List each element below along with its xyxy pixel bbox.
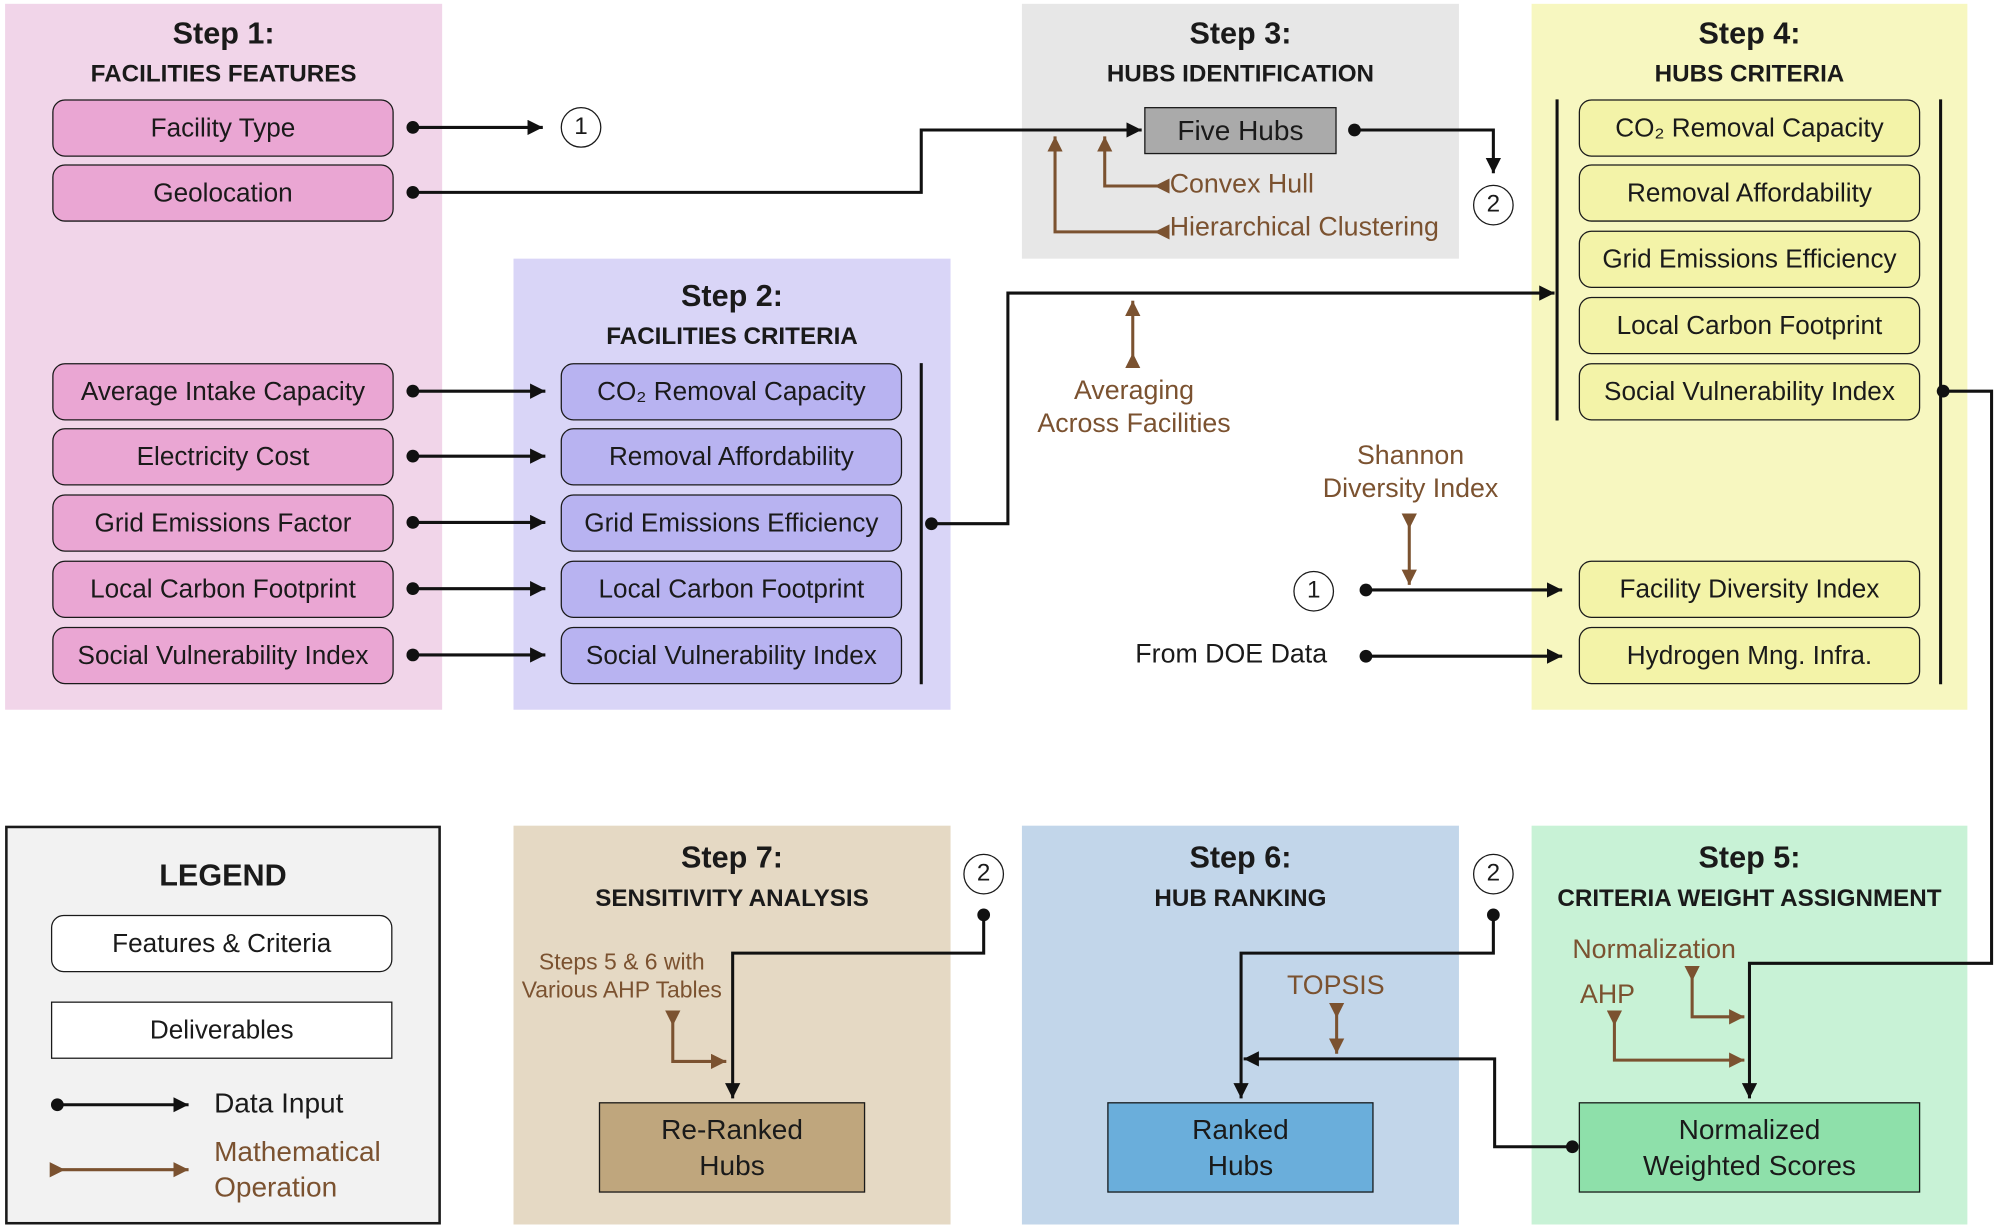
- hub-criterion-co2-removal-capacity: CO₂ Removal Capacity: [1578, 99, 1921, 157]
- criterion-social-vulnerability-index: Social Vulnerability Index: [560, 626, 903, 685]
- criterion-local-carbon-footprint: Local Carbon Footprint: [560, 560, 903, 618]
- arrow-steps-5-6: [665, 1010, 727, 1070]
- hub-criterion-grid-emissions-efficiency: Grid Emissions Efficiency: [1578, 230, 1921, 288]
- step2-title: Step 2:: [681, 279, 783, 314]
- connector-2-step7: 2: [963, 853, 1005, 895]
- dot-normalized-scores: [1565, 1140, 1579, 1154]
- legend-title: LEGEND: [159, 858, 287, 894]
- hub-criterion-facility-diversity-index: Facility Diversity Index: [1578, 560, 1921, 618]
- op-ahp: AHP: [1580, 979, 1636, 1010]
- connector-1-step4: 1: [1293, 570, 1335, 612]
- dot-facility-type: [406, 121, 420, 134]
- feature-geolocation: Geolocation: [52, 164, 394, 222]
- connector-1-step1: 1: [560, 107, 602, 148]
- data-input-arrows: [57, 99, 1994, 1149]
- arrow-connector-2-to-ranked-hubs: [1233, 914, 1495, 1099]
- criterion-co2-removal-capacity: CO₂ Removal Capacity: [560, 363, 903, 421]
- data-input-dots: [50, 121, 1950, 1154]
- dot-carbon: [406, 582, 420, 596]
- legend-features-criteria: Features & Criteria: [50, 914, 393, 973]
- dot-intake: [406, 384, 420, 398]
- legend-data-input-label: Data Input: [214, 1086, 344, 1119]
- op-shannon-diversity-index: Shannon Diversity Index: [1322, 440, 1499, 504]
- arrow-geolocation-to-five-hubs: [412, 122, 1142, 194]
- feature-facility-type: Facility Type: [52, 99, 394, 157]
- hub-criterion-social-vulnerability-index: Social Vulnerability Index: [1578, 363, 1921, 421]
- arrow-hierarchical-clustering: [1047, 136, 1170, 240]
- step2-subtitle: FACILITIES CRITERIA: [606, 323, 858, 351]
- step5-subtitle: CRITERIA WEIGHT ASSIGNMENT: [1557, 885, 1942, 913]
- deliverable-re-ranked-hubs: Re-Ranked Hubs: [598, 1102, 866, 1193]
- feature-average-intake-capacity: Average Intake Capacity: [52, 363, 394, 421]
- dot-svi: [406, 648, 420, 662]
- dot-doe: [1359, 649, 1373, 663]
- feature-local-carbon-footprint: Local Carbon Footprint: [52, 560, 394, 618]
- arrow-ahp: [1606, 1010, 1745, 1068]
- deliverable-normalized-weighted-scores: Normalized Weighted Scores: [1578, 1102, 1921, 1193]
- step3-subtitle: HUBS IDENTIFICATION: [1106, 61, 1375, 88]
- op-averaging-across-facilities: Averaging Across Facilities: [1037, 375, 1231, 439]
- op-hierarchical-clustering: Hierarchical Clustering: [1169, 212, 1439, 243]
- dot-step4-bracket: [1936, 384, 1950, 398]
- dot-electricity: [406, 449, 420, 463]
- legend-deliverables: Deliverables: [50, 1001, 393, 1059]
- step4-title: Step 4:: [1698, 16, 1801, 51]
- deliverable-ranked-hubs: Ranked Hubs: [1107, 1102, 1374, 1193]
- step6-subtitle: HUB RANKING: [1154, 885, 1327, 913]
- step7-subtitle: SENSITIVITY ANALYSIS: [595, 885, 869, 913]
- op-steps-5-6-various-ahp: Steps 5 & 6 with Various AHP Tables: [521, 949, 722, 1003]
- dot-emissions: [406, 516, 420, 529]
- dot-connector-2-step7: [977, 908, 991, 922]
- arrow-five-hubs-to-connector-2: [1354, 128, 1502, 174]
- feature-grid-emissions-factor: Grid Emissions Factor: [52, 494, 394, 552]
- arrow-connector-2-to-reranked-hubs: [725, 914, 986, 1099]
- feature-social-vulnerability-index: Social Vulnerability Index: [52, 626, 394, 685]
- arrow-step4-to-step5: [1741, 389, 1994, 1099]
- connector-2-step3: 2: [1472, 184, 1514, 226]
- arrow-step5-to-step6: [1243, 1051, 1573, 1149]
- step1-subtitle: FACILITIES FEATURES: [90, 61, 357, 88]
- connector-2-step6: 2: [1472, 853, 1514, 895]
- op-normalization: Normalization: [1572, 935, 1736, 965]
- step6-title: Step 6:: [1189, 840, 1292, 876]
- criterion-grid-emissions-efficiency: Grid Emissions Efficiency: [560, 494, 903, 552]
- criterion-removal-affordability: Removal Affordability: [560, 428, 903, 486]
- dot-legend: [50, 1098, 64, 1112]
- step3-title: Step 3:: [1189, 16, 1292, 51]
- dot-connector-1-out: [1359, 583, 1373, 597]
- step4-subtitle: HUBS CRITERIA: [1654, 61, 1845, 88]
- deliverable-five-hubs: Five Hubs: [1144, 107, 1337, 155]
- dot-five-hubs: [1348, 123, 1361, 137]
- dot-geolocation: [406, 186, 420, 199]
- op-topsis: TOPSIS: [1286, 970, 1385, 1001]
- label-from-doe-data: From DOE Data: [1135, 639, 1328, 669]
- hub-criterion-hydrogen-mng-infra: Hydrogen Mng. Infra.: [1578, 626, 1921, 685]
- step5-title: Step 5:: [1698, 840, 1801, 876]
- dot-connector-2-step6: [1486, 908, 1500, 922]
- step1-title: Step 1:: [172, 16, 275, 51]
- legend-math-op-label: Mathematical Operation: [214, 1135, 381, 1203]
- arrow-convex-hull: [1097, 136, 1170, 194]
- hub-criterion-removal-affordability: Removal Affordability: [1578, 164, 1921, 222]
- step7-title: Step 7:: [681, 840, 783, 876]
- math-operation-arrows: [49, 136, 1745, 1178]
- feature-electricity-cost: Electricity Cost: [52, 428, 394, 486]
- dot-step2-bracket: [925, 517, 938, 531]
- arrow-normalization: [1684, 965, 1745, 1025]
- op-convex-hull: Convex Hull: [1169, 169, 1314, 199]
- arrow-step2-to-step4: [931, 285, 1555, 526]
- hub-criterion-local-carbon-footprint: Local Carbon Footprint: [1578, 296, 1921, 355]
